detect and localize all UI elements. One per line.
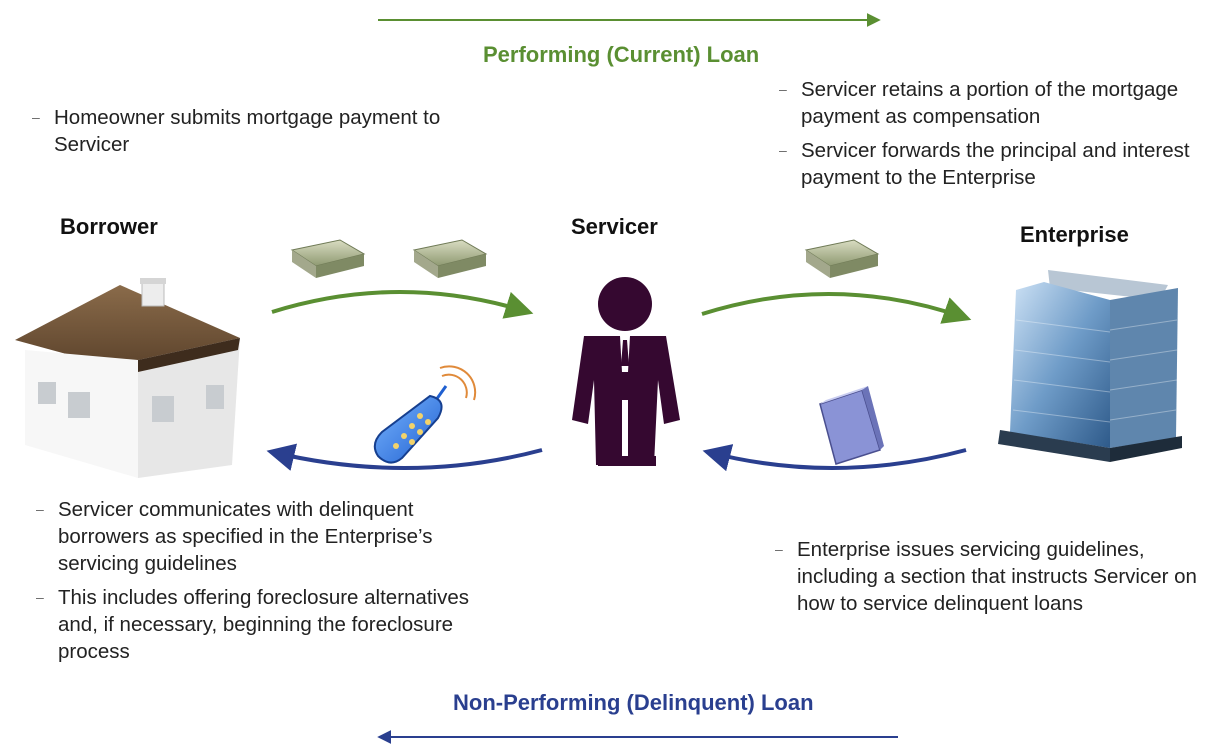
borrower-bottom-notes: –Servicer communicates with delinquent b… xyxy=(34,496,504,672)
borrower-label: Borrower xyxy=(60,214,158,239)
note-text: Servicer retains a portion of the mortga… xyxy=(801,78,1179,128)
list-item: –Servicer communicates with delinquent b… xyxy=(36,498,433,575)
enterprise-label: Enterprise xyxy=(1020,222,1129,247)
note-text: Enterprise issues servicing guidelines, … xyxy=(797,538,1197,615)
list-item: –This includes offering foreclosure alte… xyxy=(36,586,469,663)
servicer-label: Servicer xyxy=(571,214,658,239)
note-text: Servicer communicates with delinquent bo… xyxy=(58,498,433,575)
enterprise-bottom-notes: –Enterprise issues servicing guidelines,… xyxy=(773,536,1205,624)
borrower-to-servicer-arrow xyxy=(271,290,534,319)
note-text: This includes offering foreclosure alter… xyxy=(58,586,469,663)
book-icon xyxy=(819,386,884,465)
money-stack-icon xyxy=(290,239,366,278)
money-stack-icon xyxy=(412,239,488,278)
note-text: Servicer forwards the principal and inte… xyxy=(801,139,1190,189)
servicer-to-enterprise-arrow xyxy=(701,291,972,324)
borrower-top-notes: –Homeowner submits mortgage payment to S… xyxy=(30,104,510,165)
list-item: –Servicer forwards the principal and int… xyxy=(779,139,1190,189)
list-item: –Homeowner submits mortgage payment to S… xyxy=(32,106,441,156)
money-stack-icon xyxy=(804,239,880,278)
person-icon xyxy=(572,277,680,466)
cell-phone-icon xyxy=(373,365,477,464)
enterprise-top-notes: –Servicer retains a portion of the mortg… xyxy=(777,76,1202,198)
bottom-flow-title: Non-Performing (Delinquent) Loan xyxy=(453,690,814,715)
list-item: –Enterprise issues servicing guidelines,… xyxy=(775,538,1197,615)
enterprise-to-servicer-arrow xyxy=(702,444,967,472)
office-building-icon xyxy=(998,270,1182,462)
house-icon xyxy=(15,278,240,478)
list-item: –Servicer retains a portion of the mortg… xyxy=(779,78,1179,128)
top-flow-title: Performing (Current) Loan xyxy=(483,42,760,67)
servicer-to-borrower-arrow xyxy=(266,443,543,471)
note-text: Homeowner submits mortgage payment to Se… xyxy=(54,106,441,156)
